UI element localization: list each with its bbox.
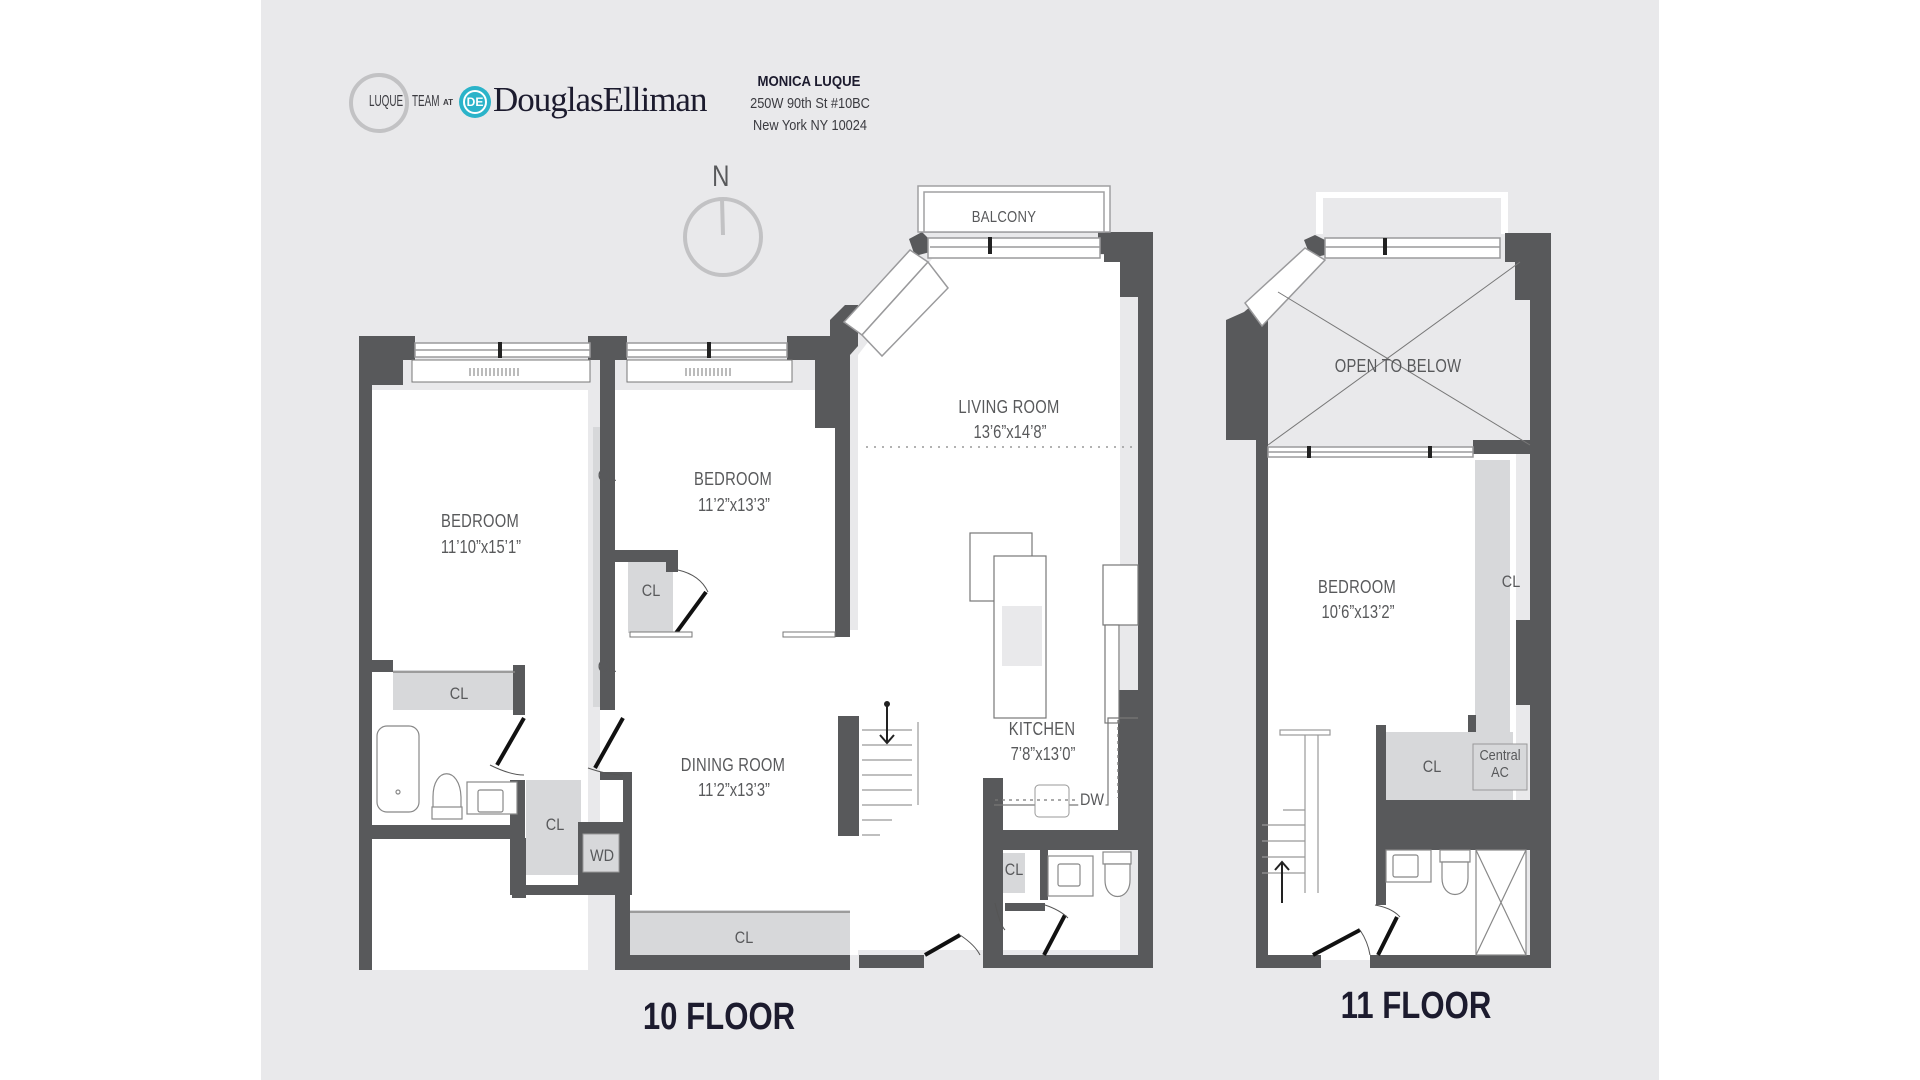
bedroom-mid-dims: 11’2”x13’3” [698, 495, 770, 515]
kitchen-dims: 7’8”x13’0” [1010, 744, 1076, 764]
balcony-label: BALCONY [971, 209, 1037, 226]
floor-11-plan [1226, 192, 1551, 968]
floor-10-title: 10 FLOOR [642, 996, 796, 1038]
floor-11-title: 11 FLOOR [1340, 985, 1492, 1027]
bedroom-11-dims: 10’6”x13’2” [1321, 602, 1395, 622]
douglas-elliman-mark-icon: DE [459, 86, 491, 118]
douglas-elliman-wordmark: DouglasElliman [493, 80, 707, 119]
floor-10-plan [359, 185, 1153, 970]
logo-team-text: TEAM [412, 93, 440, 110]
compass-north-label: N [712, 160, 730, 193]
logo-luque-text: LUQUE [369, 93, 404, 110]
bedroom-mid-name: BEDROOM [694, 469, 772, 489]
address-line-1: 250W 90th St #10BC [750, 95, 870, 112]
bedroom-left-name: BEDROOM [441, 511, 519, 531]
agent-name: MONICA LUQUE [757, 73, 861, 90]
stairs-down-arrow-icon [879, 701, 895, 745]
address-line-2: New York NY 10024 [753, 117, 867, 134]
central-ac-line2: AC [1491, 764, 1509, 781]
closet-column-bottom: CL [597, 657, 617, 676]
dishwasher-label: DW [1078, 790, 1106, 810]
living-room-dims: 13’6”x14’8” [973, 422, 1047, 442]
logo-at-text: AT [443, 98, 454, 107]
bedroom-11-name: BEDROOM [1318, 577, 1396, 597]
washer-dryer-label: WD [589, 846, 615, 865]
stairs-11-icon [1262, 729, 1331, 893]
north-arrow-icon [683, 197, 763, 277]
closet-11-right: CL [1501, 572, 1521, 591]
stairs-up-arrow-icon [1274, 860, 1290, 903]
closet-mid-bedroom: CL [641, 581, 661, 600]
dining-room-dims: 11’2”x13’3” [698, 780, 770, 800]
bedroom-left-dims: 11’10”x15’1” [440, 537, 522, 557]
closet-dining: CL [734, 928, 754, 947]
dining-room-name: DINING ROOM [680, 755, 786, 775]
closet-11-lower: CL [1422, 757, 1442, 776]
luque-circle-icon [349, 73, 409, 133]
central-ac-line1: Central [1479, 747, 1521, 764]
closet-hall: CL [545, 815, 565, 834]
open-to-below-label: OPEN TO BELOW [1334, 356, 1462, 376]
kitchen-name: KITCHEN [1008, 719, 1076, 739]
closet-left-bedroom: CL [449, 684, 469, 703]
closet-powder-room: CL [1004, 860, 1024, 879]
closet-column-top: CL [597, 466, 617, 485]
living-room-name: LIVING ROOM [958, 397, 1060, 417]
